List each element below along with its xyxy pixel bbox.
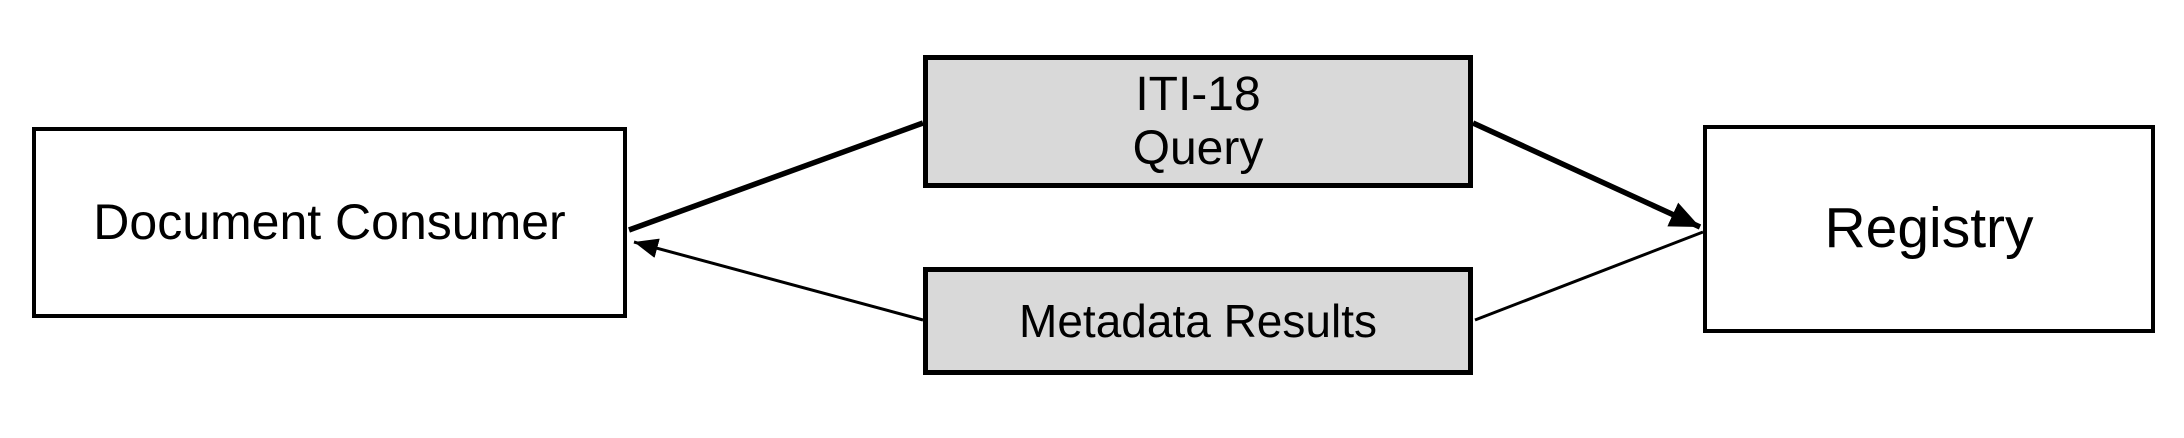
results-connector-left-segment <box>633 238 924 322</box>
query-label-line-2: Query <box>1132 121 1264 175</box>
message-box-iti-18-query: ITI-18 Query <box>923 55 1473 188</box>
registry-label: Registry <box>1824 196 2034 261</box>
node-document-consumer: Document Consumer <box>32 127 627 318</box>
query-connector-left-segment <box>628 120 924 233</box>
metadata-results-label: Metadata Results <box>1019 294 1377 347</box>
document-consumer-label: Document Consumer <box>93 193 566 250</box>
query-label-line-1: ITI-18 <box>1135 67 1261 121</box>
message-box-metadata-results: Metadata Results <box>923 267 1473 375</box>
results-connector-right-segment <box>1474 230 1704 322</box>
query-connector-right-segment <box>1471 120 1702 230</box>
node-registry: Registry <box>1703 125 2155 333</box>
